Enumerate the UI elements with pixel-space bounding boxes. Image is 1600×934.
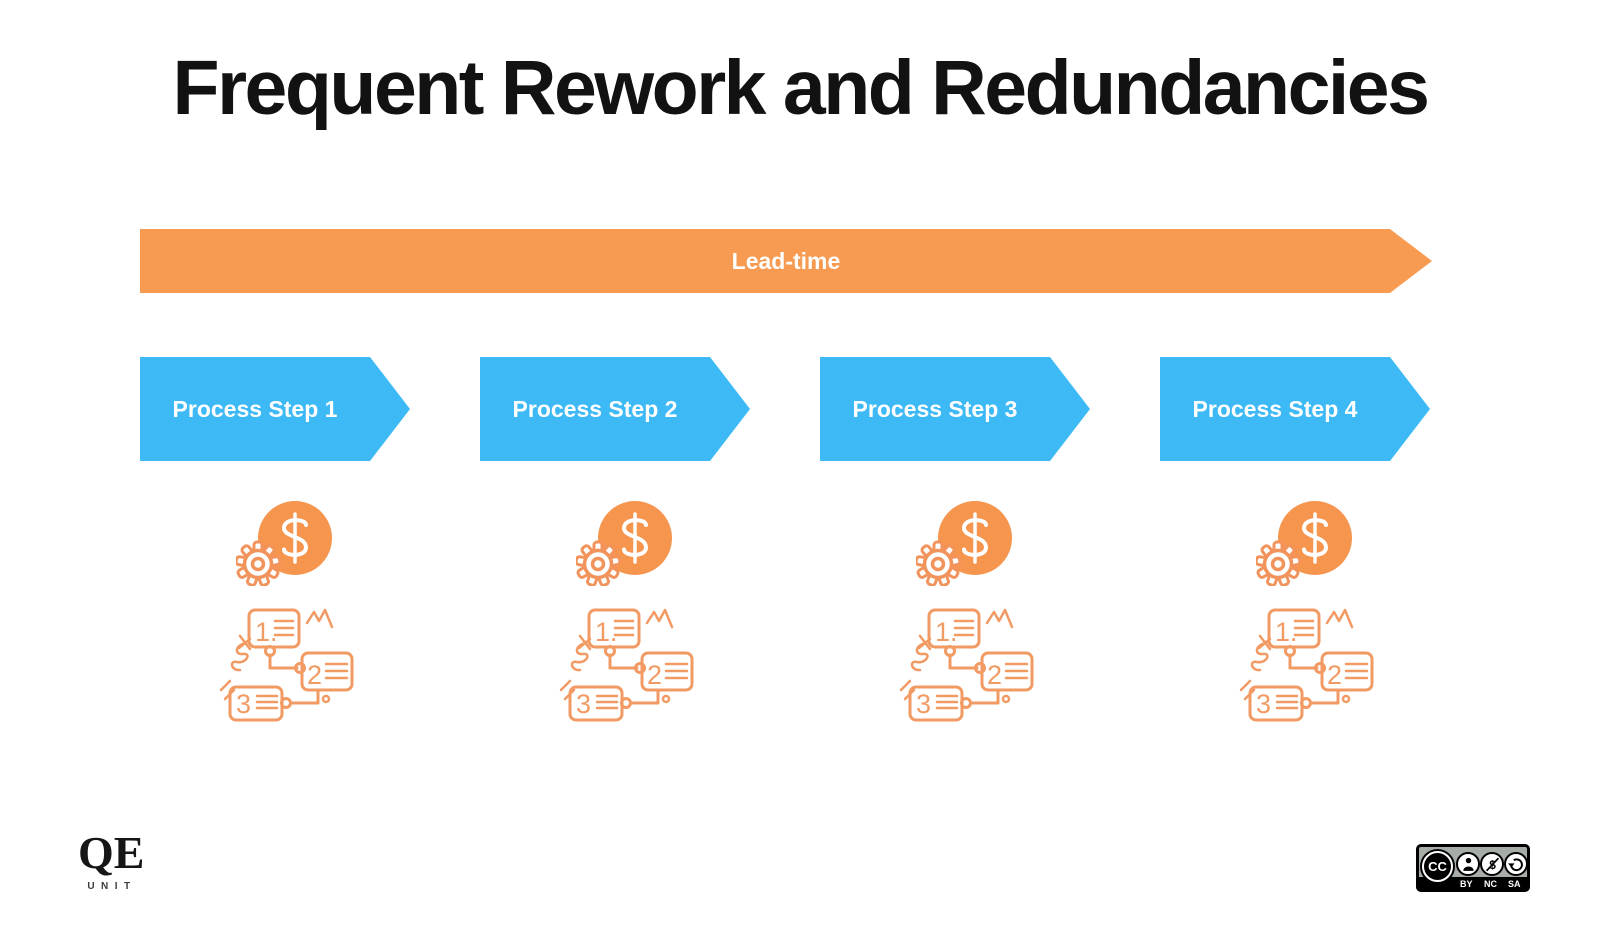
money-gear-icon bbox=[236, 500, 340, 586]
money-gear-icon bbox=[916, 500, 1020, 586]
process-step-arrow-2: Process Step 2 bbox=[480, 357, 750, 461]
nc-no-dollar-icon: $ bbox=[1480, 852, 1504, 876]
process-step-label: Process Step 4 bbox=[1192, 395, 1358, 422]
lead-time-label: Lead-time bbox=[731, 247, 841, 274]
lead-time-arrow: Lead-time bbox=[140, 229, 1432, 293]
money-gear-icon bbox=[1256, 500, 1360, 586]
rework-steps-icon bbox=[553, 601, 703, 726]
page-title: Frequent Rework and Redundancies bbox=[172, 45, 1430, 131]
cc-license-strip bbox=[1419, 877, 1527, 889]
process-step-arrow-1: Process Step 1 bbox=[140, 357, 410, 461]
cc-license-badge: CC $ BY NC SA bbox=[1416, 844, 1530, 892]
process-step-label: Process Step 3 bbox=[852, 395, 1018, 422]
process-step-arrow-3: Process Step 3 bbox=[820, 357, 1090, 461]
process-step-arrow-4: Process Step 4 bbox=[1160, 357, 1430, 461]
sa-share-alike-icon bbox=[1504, 852, 1528, 876]
by-person-icon bbox=[1456, 852, 1480, 876]
qe-logo-text: QE bbox=[78, 827, 145, 878]
nc-label: NC bbox=[1484, 879, 1497, 889]
qe-unit-logo: QE UNIT bbox=[78, 827, 145, 893]
process-step-label: Process Step 2 bbox=[512, 395, 678, 422]
rework-steps-icon bbox=[1233, 601, 1383, 726]
by-label: BY bbox=[1460, 879, 1473, 889]
rework-steps-icon bbox=[893, 601, 1043, 726]
money-gear-icon bbox=[576, 500, 680, 586]
cc-icon: CC bbox=[1422, 851, 1453, 882]
rework-steps-icon bbox=[213, 601, 363, 726]
process-step-label: Process Step 1 bbox=[172, 395, 338, 422]
qe-logo-subtext: UNIT bbox=[87, 881, 137, 892]
sa-label: SA bbox=[1508, 879, 1521, 889]
